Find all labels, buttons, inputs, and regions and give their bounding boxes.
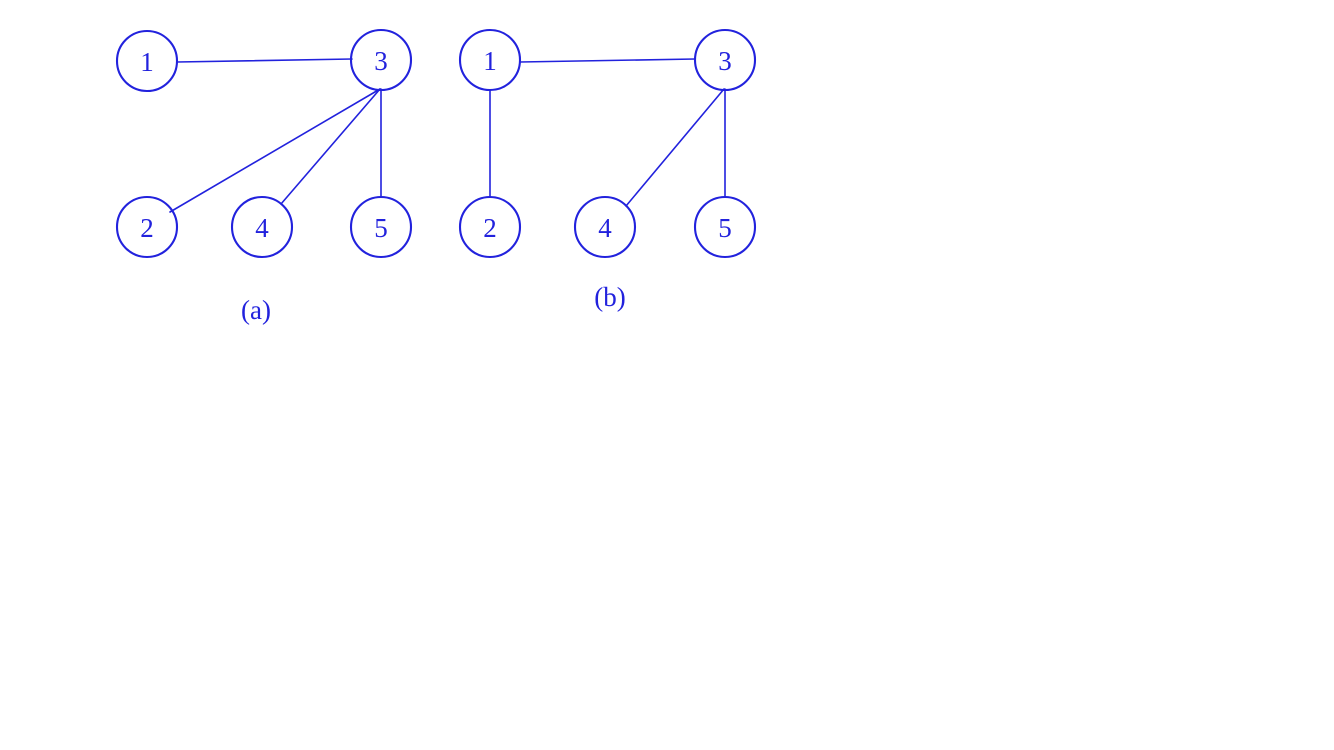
node-label: 3 xyxy=(374,46,388,76)
graph-node-5[interactable]: 5 xyxy=(349,195,413,259)
edge-3-4 xyxy=(625,88,725,207)
edge-1-3 xyxy=(176,58,353,63)
node-label: 5 xyxy=(374,213,388,243)
subfigure-caption-a: (a) xyxy=(241,295,271,325)
node-label: 4 xyxy=(255,213,269,243)
graph-node-4[interactable]: 4 xyxy=(573,195,637,259)
node-circle xyxy=(693,195,757,259)
node-label: 2 xyxy=(140,213,154,243)
graph-node-5[interactable]: 5 xyxy=(693,195,757,259)
graph-node-2[interactable]: 2 xyxy=(458,195,522,259)
node-label: 1 xyxy=(483,46,497,76)
graph-node-2[interactable]: 2 xyxy=(115,195,179,259)
node-circle xyxy=(458,195,522,259)
graph-node-3[interactable]: 3 xyxy=(693,28,757,92)
edge-3-4 xyxy=(280,88,381,205)
subfigure-caption-b: (b) xyxy=(594,282,625,312)
subfigure-a: 1 2 3 4 5 (a) xyxy=(115,28,413,325)
node-label: 1 xyxy=(140,47,154,77)
node-circle xyxy=(693,28,757,92)
node-circle xyxy=(115,29,179,93)
node-label: 3 xyxy=(718,46,732,76)
subfigure-b: 1 2 3 4 5 (b) xyxy=(458,28,757,312)
edge-3-2 xyxy=(169,88,381,213)
graph-node-4[interactable]: 4 xyxy=(230,195,294,259)
edge-1-3 xyxy=(519,58,696,63)
graph-node-1[interactable]: 1 xyxy=(115,29,179,93)
node-label: 4 xyxy=(598,213,612,243)
node-label: 5 xyxy=(718,213,732,243)
node-circle xyxy=(230,195,294,259)
node-circle xyxy=(115,195,179,259)
node-circle xyxy=(349,195,413,259)
node-circle xyxy=(573,195,637,259)
node-circle xyxy=(458,28,522,92)
node-label: 2 xyxy=(483,213,497,243)
graph-node-1[interactable]: 1 xyxy=(458,28,522,92)
graph-node-3[interactable]: 3 xyxy=(349,28,413,92)
node-circle xyxy=(349,28,413,92)
